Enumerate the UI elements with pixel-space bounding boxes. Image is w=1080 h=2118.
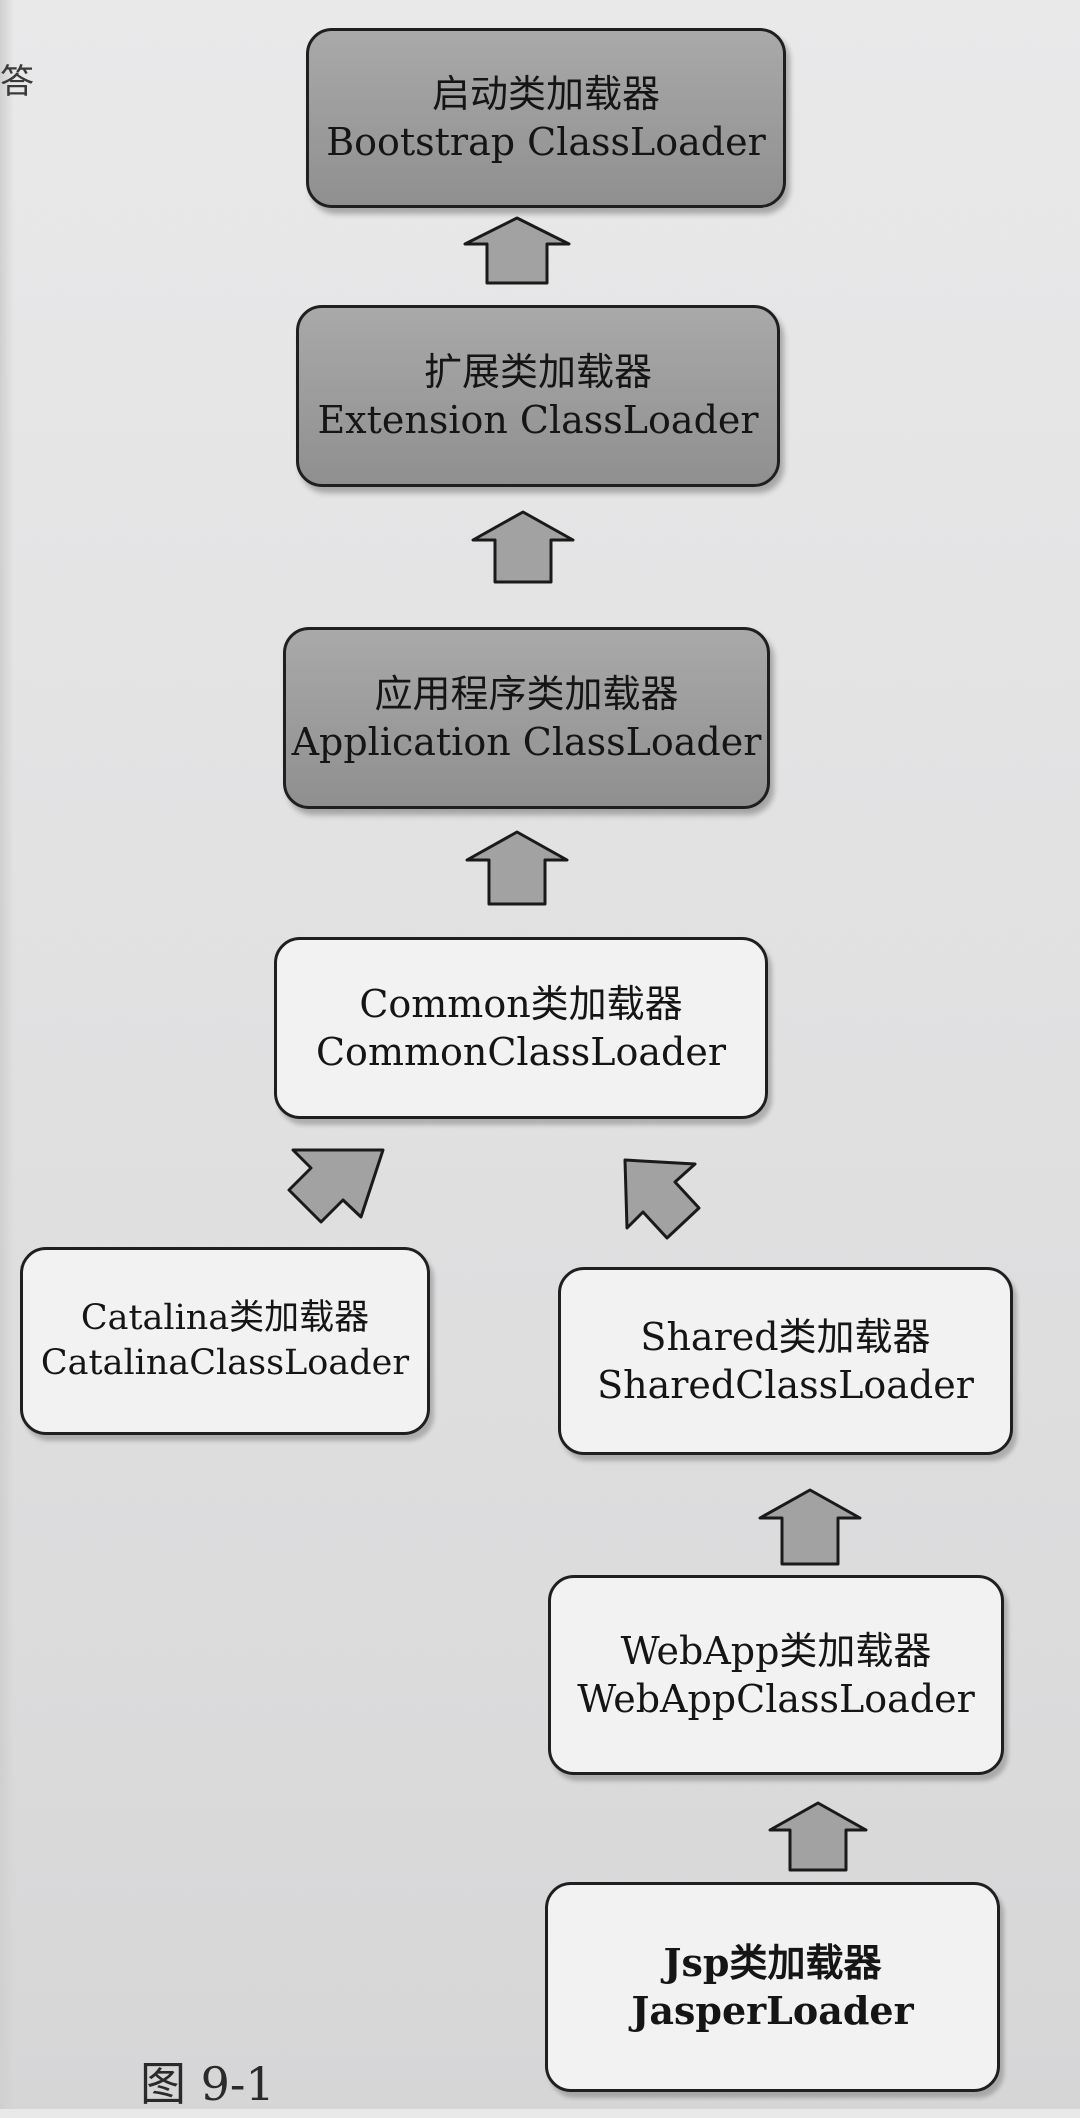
node-bootstrap-classloader: 启动类加载器 Bootstrap ClassLoader: [306, 28, 786, 208]
arrow-extension-to-bootstrap: [463, 216, 571, 285]
node-catalina-classloader: Catalina类加载器 CatalinaClassLoader: [20, 1247, 430, 1435]
arrow-application-to-extension: [471, 510, 575, 584]
node-application-classloader: 应用程序类加载器 Application ClassLoader: [283, 627, 770, 809]
node-extension-title: 扩展类加载器: [423, 350, 652, 394]
node-bootstrap-title: 启动类加载器: [431, 72, 660, 116]
node-webapp-classloader: WebApp类加载器 WebAppClassLoader: [548, 1575, 1004, 1775]
page-edge-shadow: [0, 0, 14, 2109]
node-application-title: 应用程序类加载器: [374, 672, 679, 716]
arrow-shared-to-common: [623, 1158, 701, 1240]
arrow-catalina-to-common: [287, 1148, 385, 1224]
figure-caption: 图 9-1: [140, 2057, 275, 2111]
node-common-classloader: Common类加载器 CommonClassLoader: [274, 937, 768, 1119]
node-shared-title: Shared类加载器: [640, 1315, 931, 1359]
node-shared-subtitle: SharedClassLoader: [597, 1363, 974, 1407]
node-catalina-subtitle: CatalinaClassLoader: [40, 1343, 410, 1383]
margin-text-fragment: 答: [0, 62, 34, 102]
node-jsp-title: Jsp类加载器: [663, 1940, 882, 1985]
node-catalina-title: Catalina类加载器: [80, 1298, 370, 1338]
node-jsp-classloader: Jsp类加载器 JasperLoader: [545, 1882, 1000, 2092]
node-extension-classloader: 扩展类加载器 Extension ClassLoader: [296, 305, 780, 487]
node-application-subtitle: Application ClassLoader: [291, 720, 762, 764]
node-webapp-title: WebApp类加载器: [620, 1629, 932, 1673]
node-shared-classloader: Shared类加载器 SharedClassLoader: [558, 1267, 1013, 1455]
node-jsp-subtitle: JasperLoader: [631, 1988, 914, 2033]
arrow-webapp-to-shared: [758, 1488, 862, 1566]
arrow-common-to-application: [465, 830, 569, 906]
node-extension-subtitle: Extension ClassLoader: [317, 398, 759, 442]
arrow-jsp-to-webapp: [768, 1801, 868, 1872]
node-common-title: Common类加载器: [359, 982, 683, 1026]
node-webapp-subtitle: WebAppClassLoader: [577, 1677, 975, 1721]
node-bootstrap-subtitle: Bootstrap ClassLoader: [326, 120, 766, 164]
node-common-subtitle: CommonClassLoader: [315, 1030, 726, 1074]
